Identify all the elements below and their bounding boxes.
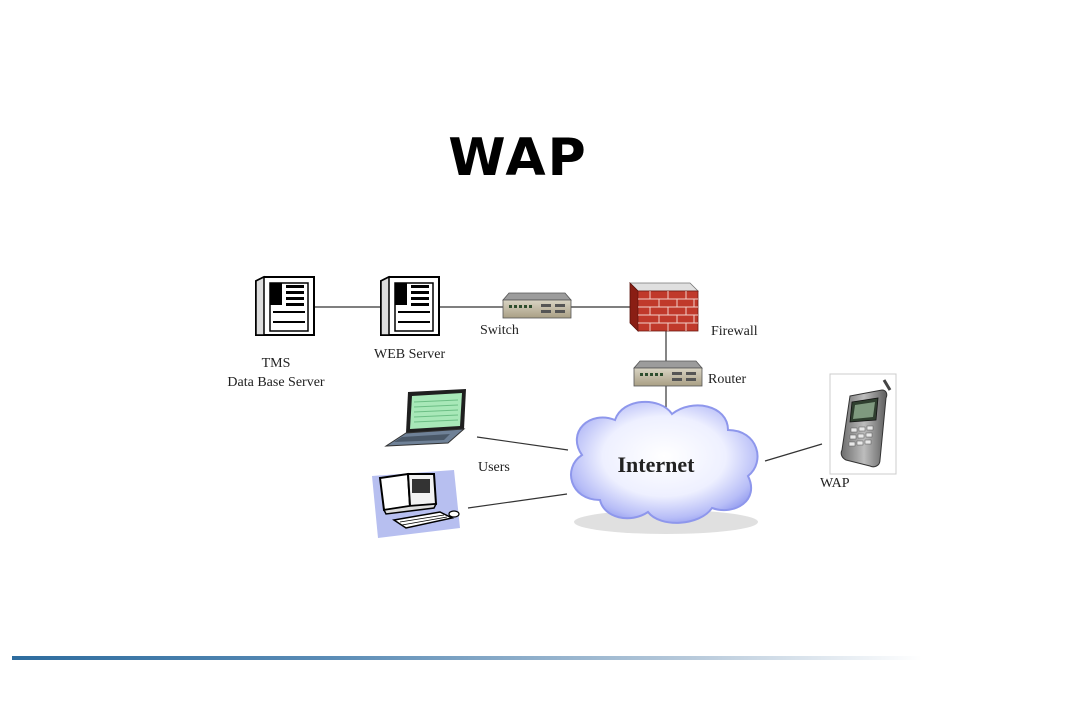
firewall-icon: [630, 283, 698, 331]
link-desktop-cloud: [468, 494, 567, 508]
wap-label: WAP: [820, 476, 850, 492]
server-icon: [256, 277, 314, 335]
desktop-computer-icon: [372, 470, 460, 538]
mobile-phone-icon: [830, 374, 896, 474]
server-icon: [381, 277, 439, 335]
laptop-icon: [386, 389, 466, 446]
router-icon: [634, 361, 702, 386]
web-server-label: WEB Server: [374, 347, 445, 363]
router-label: Router: [708, 372, 746, 388]
link-cloud-phone: [765, 444, 822, 461]
users-label: Users: [478, 460, 510, 476]
switch-label: Switch: [480, 323, 519, 339]
tms-label-line2: Data Base Server: [216, 375, 336, 391]
internet-label: Internet: [590, 452, 722, 478]
tms-label-line1: TMS: [226, 356, 326, 372]
firewall-label: Firewall: [711, 324, 758, 340]
switch-icon: [503, 293, 571, 318]
link-laptop-cloud: [477, 437, 568, 450]
footer-accent-bar: [12, 656, 922, 660]
